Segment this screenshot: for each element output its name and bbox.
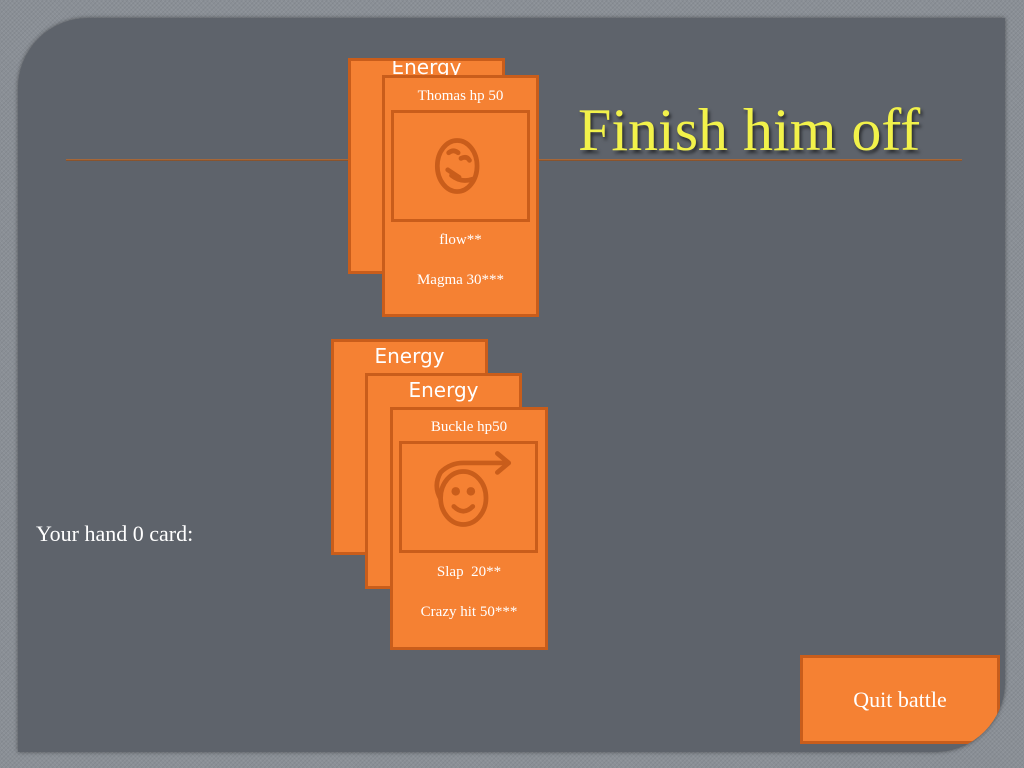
- energy-card-label: Energy: [391, 58, 462, 79]
- card-art: [399, 441, 538, 553]
- card-attack-2[interactable]: Crazy hit 50***: [420, 604, 518, 620]
- slide: Finish him off Energy Thomas hp 50 flow*…: [18, 18, 1005, 752]
- hand-count-label: Your hand 0 card:: [36, 521, 194, 546]
- card-name: Buckle hp50: [430, 419, 508, 435]
- quit-battle-button[interactable]: Quit battle: [800, 655, 1000, 744]
- opponent-active-card[interactable]: Thomas hp 50 flow** Magma 30***: [382, 75, 539, 317]
- card-art: [391, 110, 530, 222]
- dizzy-face-icon: [434, 138, 480, 194]
- player-active-card[interactable]: Buckle hp50 Slap 20** Crazy hit 50***: [390, 407, 548, 650]
- energy-card-label: Energy: [374, 344, 445, 368]
- card-name: Thomas hp 50: [417, 88, 504, 104]
- card-attack-2[interactable]: Magma 30***: [416, 272, 505, 288]
- page-title: Finish him off: [578, 97, 921, 163]
- card-attack-1[interactable]: flow**: [439, 232, 482, 248]
- card-attack-1[interactable]: Slap 20**: [436, 564, 502, 580]
- energy-card-label: Energy: [408, 378, 479, 402]
- smiling-face-arrow-icon: [434, 451, 512, 527]
